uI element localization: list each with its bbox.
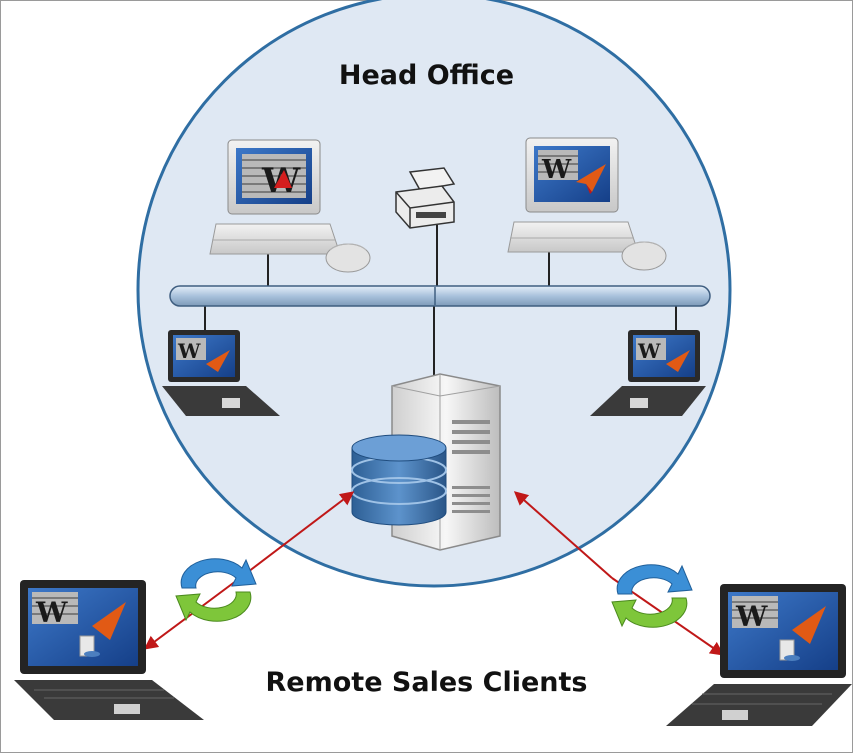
laptop-remote-left: W xyxy=(14,580,204,720)
laptop-inside-left: W xyxy=(162,330,280,416)
sync-icon-right xyxy=(611,564,693,628)
logo-w-text: W xyxy=(541,155,572,185)
sync-icon-left xyxy=(175,558,257,622)
logo-w-text: W xyxy=(177,339,201,363)
head-office-label: Head Office xyxy=(338,60,515,91)
laptop-inside-right: W xyxy=(590,330,706,416)
logo-w-text: W xyxy=(637,339,661,363)
laptop-remote-right: W xyxy=(666,584,852,726)
printer-icon xyxy=(395,167,456,229)
network-bus xyxy=(169,285,711,307)
logo-w-text: W xyxy=(35,596,68,629)
database-icon xyxy=(351,434,447,526)
logo-w-text: W xyxy=(735,600,768,633)
desktop-computer-right: W xyxy=(507,137,667,271)
desktop-computer-left: W xyxy=(209,139,371,273)
bus-connectors xyxy=(204,225,677,380)
remote-sales-clients-label: Remote Sales Clients xyxy=(265,667,588,698)
